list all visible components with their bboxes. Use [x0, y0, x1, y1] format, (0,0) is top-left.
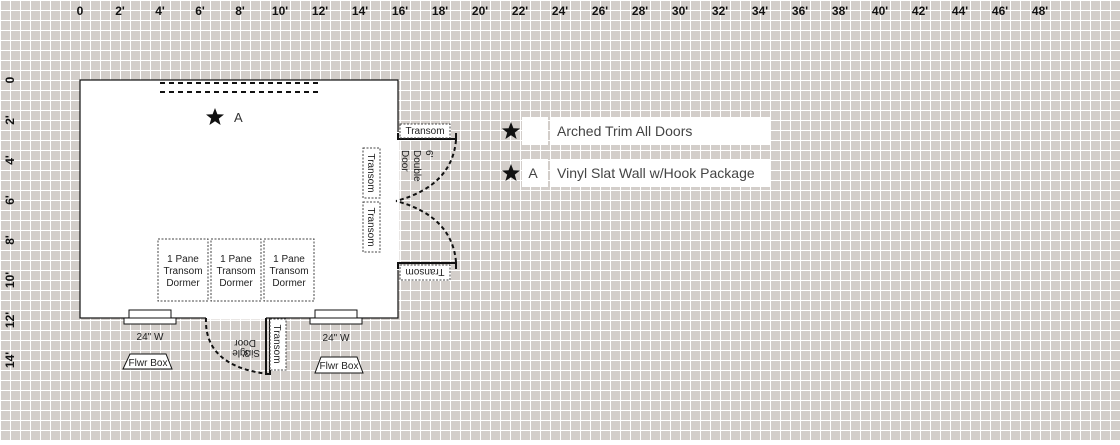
window-label: 24" W: [137, 332, 164, 343]
ruler-y-label: 4': [3, 155, 17, 165]
ruler-x-label: 22': [512, 4, 528, 18]
ruler-x-label: 0: [77, 4, 84, 18]
ruler-x-label: 16': [392, 4, 408, 18]
ruler-x-label: 20': [472, 4, 488, 18]
ruler-x-label: 30': [672, 4, 688, 18]
transom-window[interactable]: Transom: [399, 123, 451, 139]
double-door-label: Door: [399, 150, 410, 172]
ruler-y-label: 6': [3, 195, 17, 205]
legend-text: Arched Trim All Doors: [557, 123, 692, 139]
ruler-horizontal: 0 2' 4' 6' 8' 10' 12' 14' 16' 18' 20' 22…: [77, 4, 1049, 18]
single-door-label: 3': [242, 347, 250, 358]
ruler-x-label: 32': [712, 4, 728, 18]
door-swing-arc: [395, 200, 457, 263]
dormer-label: Transom: [163, 266, 202, 277]
ruler-y-label: 0: [3, 76, 17, 83]
window-right[interactable]: 24" W: [309, 309, 363, 344]
legend-key: A: [528, 165, 538, 181]
flower-box-right[interactable]: Flwr Box: [314, 356, 364, 374]
window-left[interactable]: 24" W: [123, 309, 177, 343]
flower-box-left[interactable]: Flwr Box: [122, 353, 173, 370]
transom-window[interactable]: Transom: [362, 201, 381, 253]
ruler-x-label: 4': [155, 4, 165, 18]
dormer-label: Dormer: [166, 278, 200, 289]
ruler-x-label: 8': [235, 4, 245, 18]
ruler-x-label: 2': [115, 4, 125, 18]
legend-item[interactable]: A Vinyl Slat Wall w/Hook Package: [502, 159, 770, 187]
ruler-x-label: 40': [872, 4, 888, 18]
ruler-y-label: 2': [3, 115, 17, 125]
legend-text-box: [550, 117, 770, 145]
ruler-y-label: 10': [3, 272, 17, 288]
ruler-x-label: 24': [552, 4, 568, 18]
dormer-label: 1 Pane: [167, 254, 199, 265]
transom-window[interactable]: Transom: [362, 147, 381, 199]
transom-label: Transom: [405, 266, 444, 277]
door-frame: [397, 133, 457, 140]
flower-box-label: Flwr Box: [320, 361, 359, 372]
dormer-label: Dormer: [219, 278, 253, 289]
ruler-y-label: 12': [3, 312, 17, 328]
single-door-label: Door: [234, 337, 256, 348]
flower-box-label: Flwr Box: [129, 358, 168, 369]
double-door-label: 6': [423, 150, 434, 158]
dormer-window[interactable]: 1 Pane Transom Dormer: [157, 238, 209, 302]
ruler-x-label: 36': [792, 4, 808, 18]
ruler-x-label: 14': [352, 4, 368, 18]
dormer-window[interactable]: 1 Pane Transom Dormer: [263, 238, 315, 302]
door-swing-arc: [395, 139, 457, 202]
dormer-label: 1 Pane: [273, 254, 305, 265]
ruler-x-label: 48': [1032, 4, 1048, 18]
transom-window[interactable]: Transom: [269, 318, 287, 371]
door-frame: [397, 262, 457, 269]
legend: Arched Trim All Doors A Vinyl Slat Wall …: [502, 117, 770, 187]
ruler-x-label: 10': [272, 4, 288, 18]
star-icon: [502, 164, 520, 181]
ruler-x-label: 28': [632, 4, 648, 18]
star-a-label: A: [234, 110, 243, 125]
transom-label: Transom: [365, 207, 376, 246]
star-icon: [502, 122, 520, 139]
transom-label: Transom: [271, 324, 282, 363]
ruler-x-label: 18': [432, 4, 448, 18]
legend-key-box: [522, 159, 548, 187]
door-swing-arc: [204, 317, 269, 375]
single-door[interactable]: 3' Single Door: [204, 317, 271, 375]
ruler-vertical: 0 2' 4' 6' 8' 10' 12' 14': [3, 76, 17, 368]
dormer-window[interactable]: 1 Pane Transom Dormer: [210, 238, 262, 302]
window-label: 24" W: [323, 333, 350, 344]
ruler-y-label: 8': [3, 235, 17, 245]
double-door-label: Double: [411, 150, 422, 182]
dormer-label: 1 Pane: [220, 254, 252, 265]
double-door[interactable]: 6' Double Door: [395, 133, 457, 269]
ruler-x-label: 44': [952, 4, 968, 18]
door-frame: [265, 318, 271, 375]
single-door-label: Single: [232, 347, 260, 358]
ruler-x-label: 38': [832, 4, 848, 18]
legend-key-box: [522, 117, 548, 145]
transom-label: Transom: [405, 126, 444, 137]
legend-item[interactable]: Arched Trim All Doors: [502, 117, 770, 145]
ruler-x-label: 6': [195, 4, 205, 18]
ruler-x-label: 12': [312, 4, 328, 18]
star-icon: [206, 108, 224, 125]
transom-window[interactable]: Transom: [399, 264, 451, 281]
ruler-x-label: 34': [752, 4, 768, 18]
dormer-label: Transom: [269, 266, 308, 277]
dormer-label: Dormer: [272, 278, 306, 289]
legend-text-box: [550, 159, 770, 187]
dormer-label: Transom: [216, 266, 255, 277]
ruler-x-label: 46': [992, 4, 1008, 18]
ruler-x-label: 26': [592, 4, 608, 18]
transom-label: Transom: [365, 153, 376, 192]
ruler-x-label: 42': [912, 4, 928, 18]
legend-text: Vinyl Slat Wall w/Hook Package: [557, 165, 755, 181]
ruler-y-label: 14': [3, 352, 17, 368]
